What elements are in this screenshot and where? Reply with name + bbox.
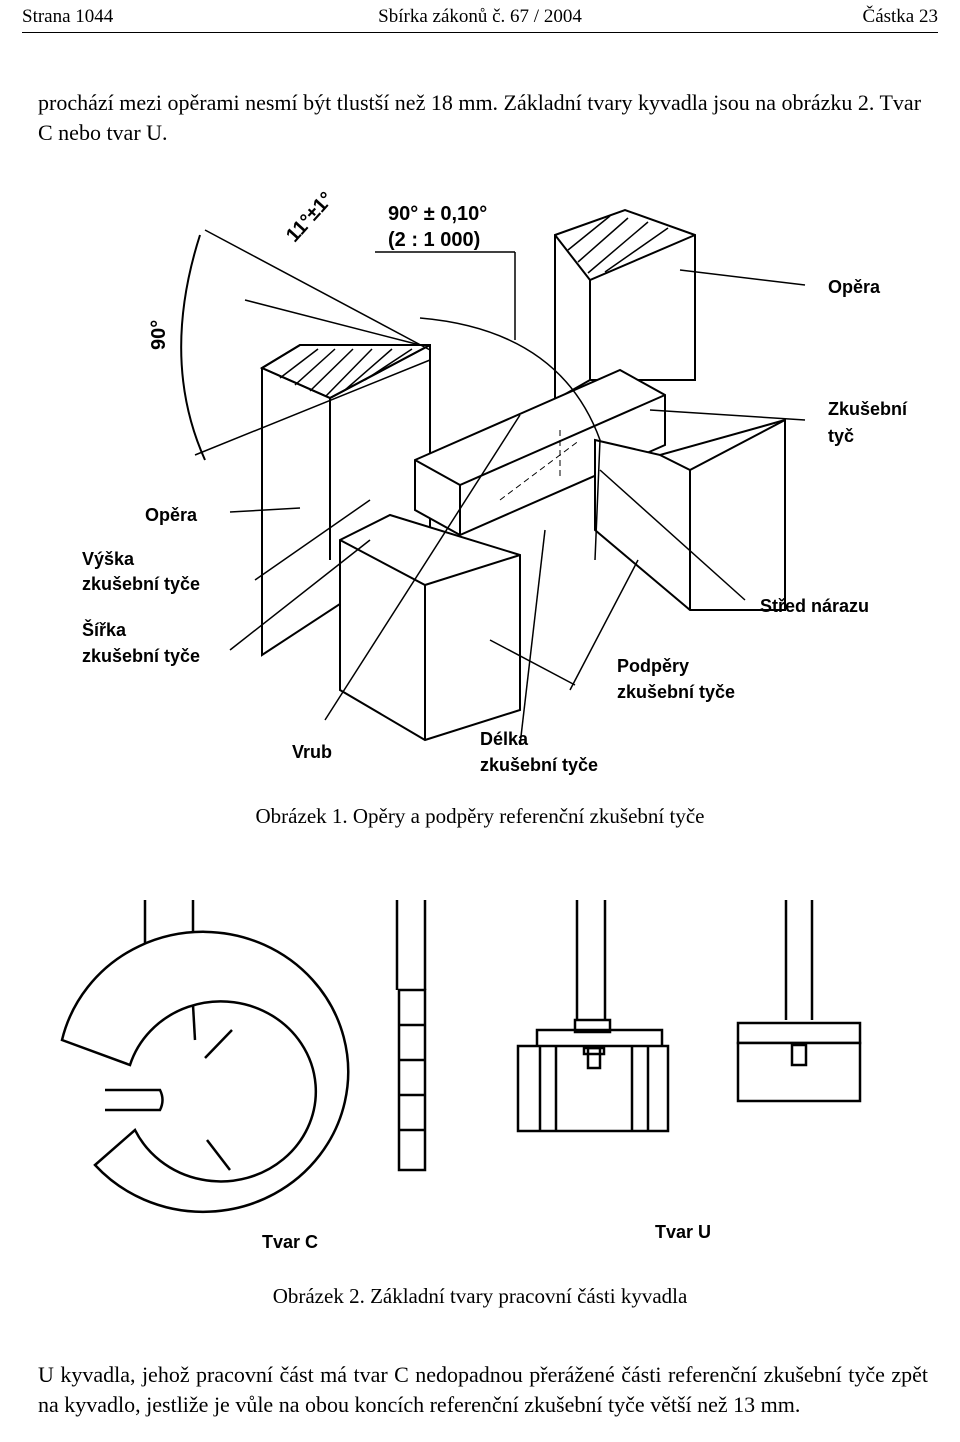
ratio-label: (2 : 1 000) — [388, 229, 480, 251]
angle-right-label: 90° ± 0,10° — [388, 203, 487, 225]
angle-left-label: 90° — [148, 320, 170, 350]
label-opera-right: Opěra — [828, 277, 881, 297]
label-tvar-u: Tvar U — [655, 1222, 711, 1242]
label-sirka-2: zkušební tyče — [82, 646, 200, 666]
label-vrub: Vrub — [292, 742, 332, 762]
intro-paragraph: prochází mezi opěrami nesmí být tlustší … — [38, 90, 922, 145]
closing-paragraph: U kyvadla, jehož pracovní část má tvar C… — [38, 1362, 928, 1417]
label-tvar-c: Tvar C — [262, 1232, 318, 1252]
figure1-caption: Obrázek 1. Opěry a podpěry referenční zk… — [255, 804, 705, 828]
figure2-caption: Obrázek 2. Základní tvary pracovní části… — [272, 1284, 688, 1308]
label-delka: Délka — [480, 729, 529, 749]
label-stred: Střed nárazu — [760, 596, 869, 616]
figure1-diagram: 11°±1° 90° ± 0,10° (2 : 1 000) 90° Opěra… — [82, 188, 908, 775]
label-sirka: Šířka — [82, 619, 127, 640]
figure2-diagram: Tvar C Tvar U — [60, 900, 862, 1252]
label-delka-2: zkušební tyče — [480, 755, 598, 775]
header-rule — [22, 32, 938, 33]
label-zkusebni: Zkušební — [828, 399, 908, 419]
label-podpery-2: zkušební tyče — [617, 682, 735, 702]
label-tyc: tyč — [828, 426, 854, 446]
publication-title: Sbírka zákonů č. 67 / 2004 — [378, 6, 582, 27]
label-opera-left: Opěra — [145, 505, 198, 525]
issue-number: Částka 23 — [862, 6, 938, 27]
label-vyska: Výška — [82, 549, 135, 569]
angle-top-label: 11°±1° — [282, 188, 338, 247]
label-vyska-2: zkušební tyče — [82, 574, 200, 594]
page-number: Strana 1044 — [22, 6, 114, 27]
label-podpery: Podpěry — [617, 656, 689, 676]
page-header: Strana 1044 Sbírka zákonů č. 67 / 2004 Č… — [0, 0, 960, 34]
